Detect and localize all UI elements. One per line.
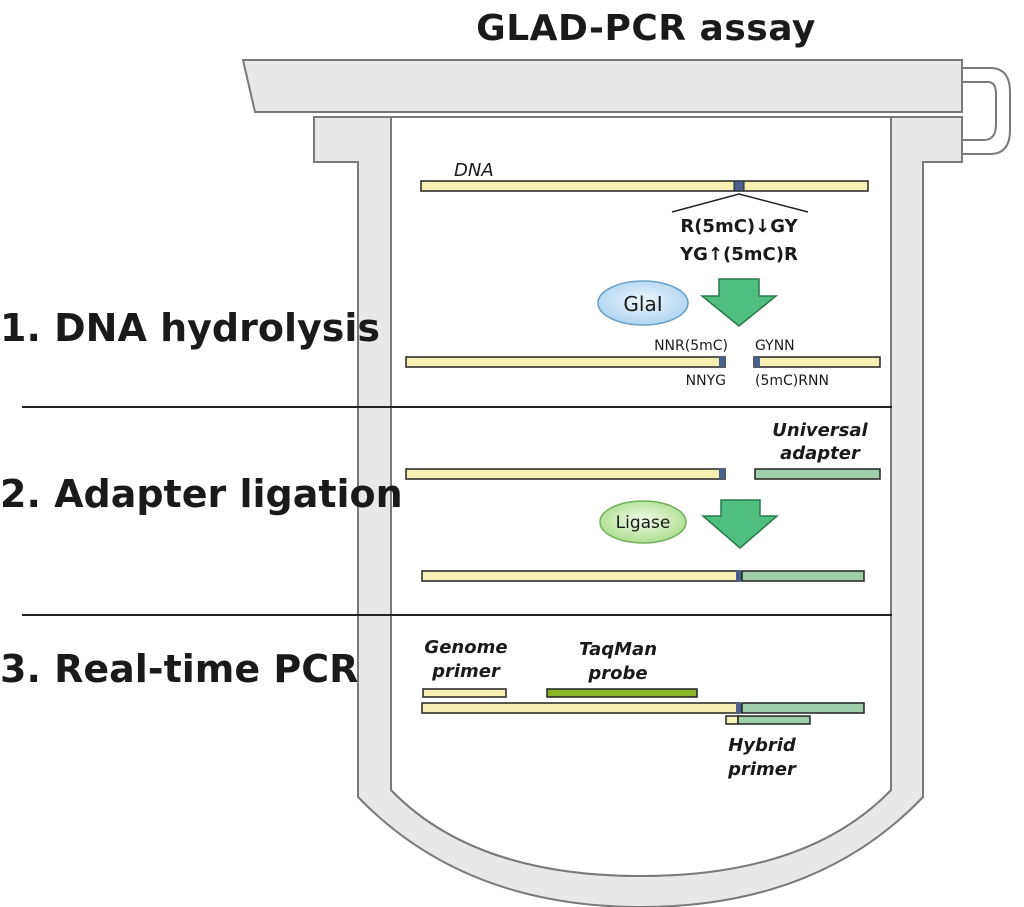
adapter-label-line2: adapter — [780, 443, 861, 464]
site-sequence-bottom: YG↑(5mC)R — [679, 244, 798, 265]
ligation-dna-fragment — [405, 468, 726, 480]
ligase-enzyme-label: Ligase — [616, 513, 671, 533]
glai-enzyme-badge — [597, 280, 689, 326]
taqman-probe-label-line1: TaqMan — [579, 639, 657, 660]
fragment-left-end — [719, 357, 725, 367]
hybrid-primer-adapter-part — [737, 715, 811, 725]
right-end-top-seq: GYNN — [755, 338, 795, 354]
ligation-arrow — [700, 499, 780, 549]
template-dna — [421, 702, 741, 714]
template-junction — [736, 703, 742, 713]
dna-fragment-right — [753, 356, 881, 368]
genome-primer-label-line2: primer — [431, 661, 501, 682]
tube-body — [313, 116, 963, 907]
site-sequence-top: R(5mC)↓GY — [680, 216, 798, 237]
fragment-right-end — [754, 357, 760, 367]
ligase-enzyme-badge — [599, 500, 687, 544]
hybrid-primer-label-line2: primer — [727, 759, 797, 780]
ligation-fragment-end — [719, 469, 725, 479]
step-label-pcr: 3. Real-time PCR — [0, 647, 358, 691]
taqman-probe — [546, 688, 698, 698]
tube-lid — [241, 59, 1011, 155]
left-end-top-seq: NNR(5mC) — [654, 338, 728, 354]
ligated-adapter — [741, 570, 865, 582]
step-label-ligation: 2. Adapter ligation — [0, 472, 403, 516]
universal-adapter — [754, 468, 881, 480]
taqman-probe-label-line2: probe — [587, 663, 647, 684]
ligation-junction — [736, 571, 742, 581]
site-pointer — [671, 193, 809, 213]
dna-fragment-left — [405, 356, 726, 368]
genome-primer — [422, 688, 507, 698]
dna-label: DNA — [454, 160, 494, 181]
template-adapter — [741, 702, 865, 714]
hydrolysis-arrow — [699, 278, 779, 327]
diagram-title: GLAD-PCR assay — [476, 8, 816, 49]
left-end-bottom-seq: NNYG — [686, 373, 726, 389]
hybrid-primer-genomic-part — [725, 715, 739, 725]
genome-primer-label-line1: Genome — [424, 637, 507, 658]
right-end-bottom-seq: (5mC)RNN — [755, 373, 829, 389]
methylation-site — [733, 180, 745, 192]
adapter-label-line1: Universal — [772, 420, 868, 441]
ligated-dna — [421, 570, 741, 582]
hybrid-primer-label-line1: Hybrid — [728, 735, 797, 756]
step-label-hydrolysis: 1. DNA hydrolysis — [0, 306, 380, 350]
dna-strand — [420, 180, 869, 192]
glai-enzyme-label: GlaI — [623, 292, 662, 316]
